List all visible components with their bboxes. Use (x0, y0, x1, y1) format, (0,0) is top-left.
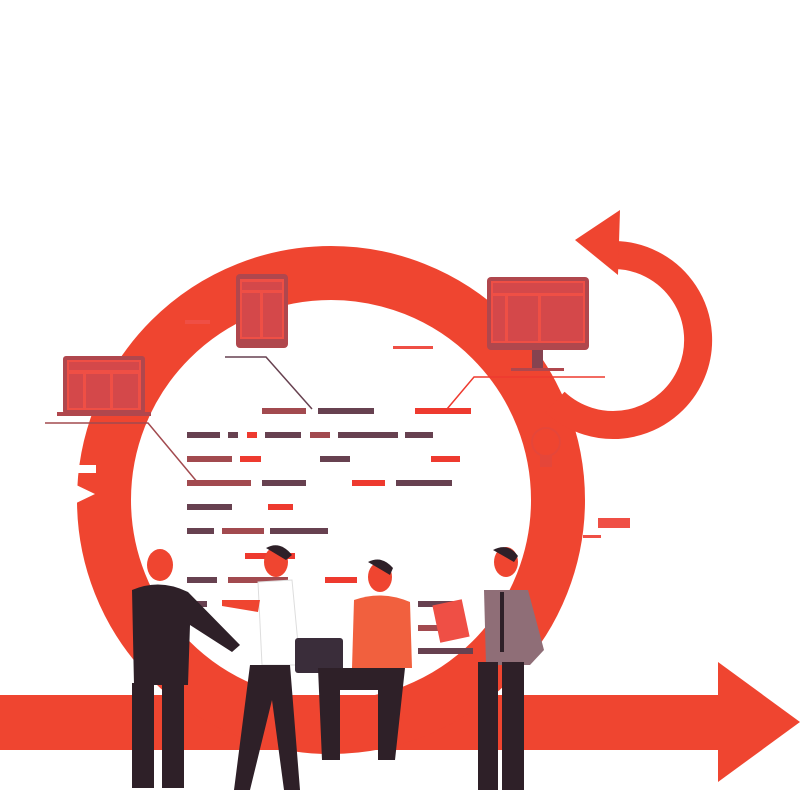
person-standing-tablet (432, 547, 544, 790)
connector-lines (45, 356, 605, 484)
lightbulb-icon (531, 427, 561, 467)
cycle-arrow-icon (545, 210, 713, 439)
person-sitting-laptop (295, 559, 412, 760)
tablet-icon (432, 599, 470, 643)
laptop-icon (57, 356, 151, 416)
monitor-icon (487, 277, 589, 371)
person-standing-white-shirt (222, 545, 301, 790)
tablet-icon (236, 274, 288, 348)
person-standing-back (132, 549, 240, 788)
laptop-icon (295, 638, 343, 673)
